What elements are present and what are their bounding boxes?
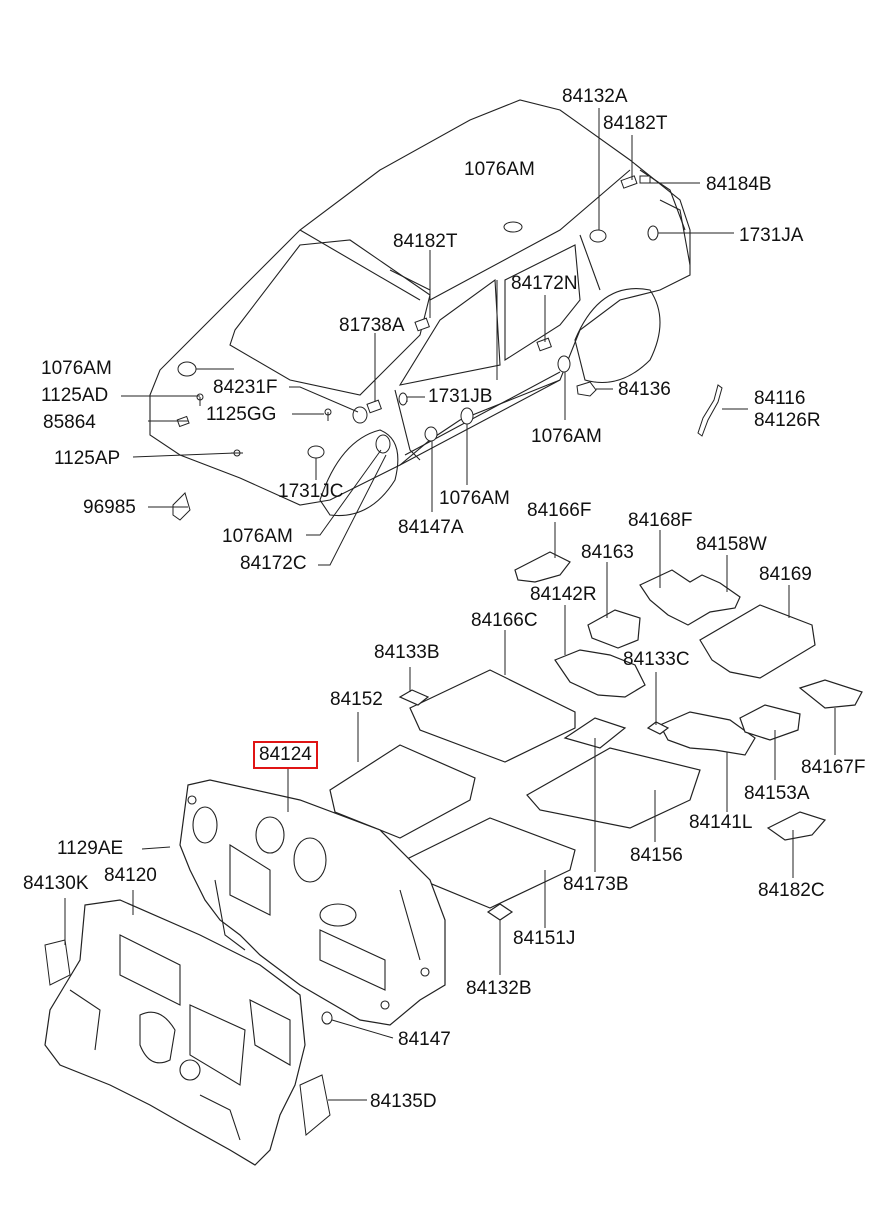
label-84126R[interactable]: 84126R — [754, 410, 821, 431]
dash-panel — [44, 899, 333, 1166]
floor-pads — [329, 551, 863, 921]
label-84124-highlighted[interactable]: 84124 — [253, 741, 318, 769]
leader-lines — [64, 108, 836, 1101]
label-81738A[interactable]: 81738A — [339, 315, 405, 336]
label-84133C[interactable]: 84133C — [623, 649, 690, 670]
label-84182T-pillar[interactable]: 84182T — [393, 231, 458, 252]
label-1125AD[interactable]: 1125AD — [41, 385, 109, 406]
vehicle-small-parts — [172, 175, 723, 521]
label-84169[interactable]: 84169 — [759, 564, 812, 585]
label-1731JA[interactable]: 1731JA — [739, 225, 804, 246]
label-84142R[interactable]: 84142R — [530, 584, 597, 605]
label-84182T-roof[interactable]: 84182T — [603, 113, 668, 134]
label-84136[interactable]: 84136 — [618, 379, 671, 400]
label-84141L[interactable]: 84141L — [689, 812, 753, 833]
label-84166F[interactable]: 84166F — [527, 500, 592, 521]
label-1076AM-wheel[interactable]: 1076AM — [222, 526, 293, 547]
label-84132A[interactable]: 84132A — [562, 86, 628, 107]
label-1076AM-roof[interactable]: 1076AM — [464, 159, 535, 180]
label-84153A[interactable]: 84153A — [744, 783, 810, 804]
vehicle-body-outline — [149, 99, 691, 517]
label-1076AM-front[interactable]: 1076AM — [41, 358, 112, 379]
label-85864[interactable]: 85864 — [43, 412, 96, 433]
label-84120[interactable]: 84120 — [104, 865, 157, 886]
label-84156[interactable]: 84156 — [630, 845, 683, 866]
label-84152[interactable]: 84152 — [330, 689, 383, 710]
label-84147[interactable]: 84147 — [398, 1029, 451, 1050]
label-84173B[interactable]: 84173B — [563, 874, 629, 895]
label-84132B[interactable]: 84132B — [466, 978, 532, 999]
label-96985[interactable]: 96985 — [83, 497, 136, 518]
label-1125AP[interactable]: 1125AP — [54, 448, 121, 469]
dash-insulator-panel — [179, 779, 446, 1026]
label-84172C[interactable]: 84172C — [240, 553, 307, 574]
label-84182C[interactable]: 84182C — [758, 880, 825, 901]
label-84168F[interactable]: 84168F — [628, 510, 693, 531]
label-84135D[interactable]: 84135D — [370, 1091, 437, 1112]
label-1076AM-rocker[interactable]: 1076AM — [531, 426, 602, 447]
label-1731JC[interactable]: 1731JC — [278, 481, 344, 502]
label-84133B[interactable]: 84133B — [374, 642, 440, 663]
label-84163[interactable]: 84163 — [581, 542, 634, 563]
label-84166C[interactable]: 84166C — [471, 610, 538, 631]
label-84147A[interactable]: 84147A — [398, 517, 464, 538]
label-84184B[interactable]: 84184B — [706, 174, 772, 195]
label-84151J[interactable]: 84151J — [513, 928, 576, 949]
label-84167F[interactable]: 84167F — [801, 757, 866, 778]
label-84172N[interactable]: 84172N — [511, 273, 578, 294]
label-1731JB[interactable]: 1731JB — [428, 386, 493, 407]
label-84116[interactable]: 84116 — [754, 388, 806, 409]
label-84130K[interactable]: 84130K — [23, 873, 89, 894]
label-1076AM-door[interactable]: 1076AM — [439, 488, 510, 509]
label-84231F[interactable]: 84231F — [213, 377, 278, 398]
label-84158W[interactable]: 84158W — [696, 534, 767, 555]
label-1125GG[interactable]: 1125GG — [206, 404, 277, 425]
label-1129AE[interactable]: 1129AE — [57, 838, 124, 859]
